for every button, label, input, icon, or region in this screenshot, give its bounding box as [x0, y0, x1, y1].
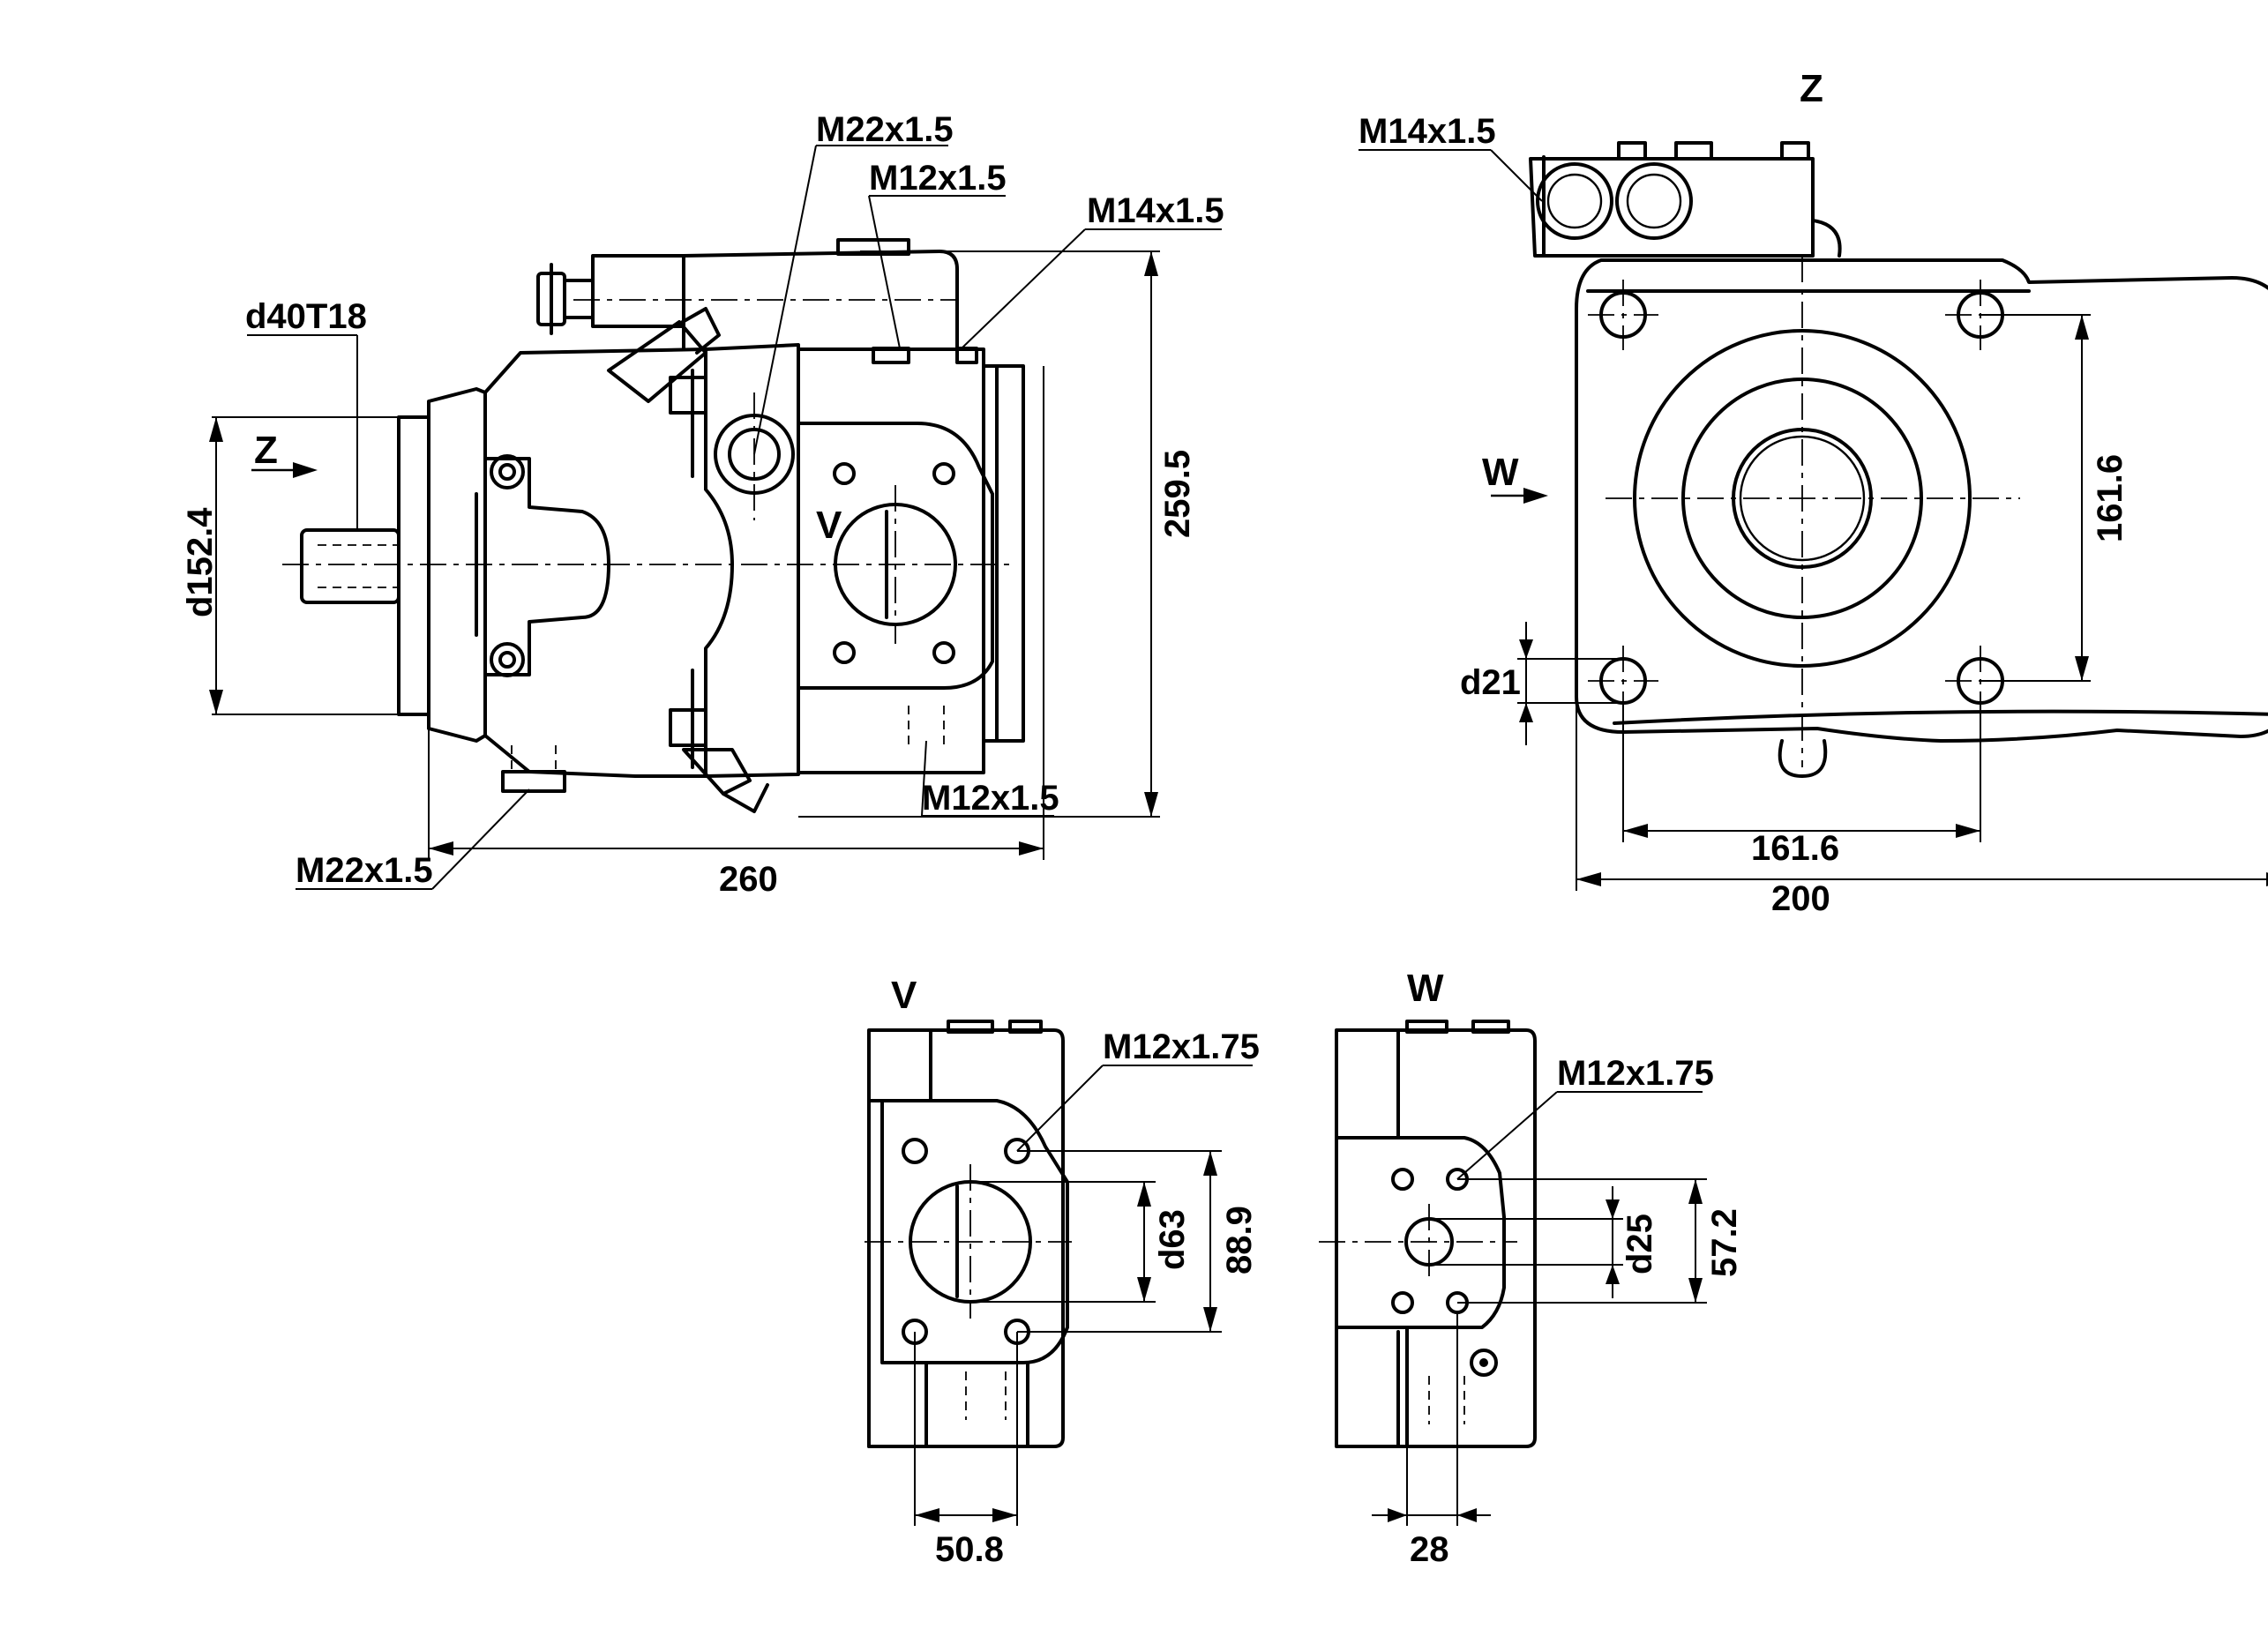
dim-port-v-50: 50.8: [935, 1530, 1004, 1569]
label-m22-top: M22x1.5: [816, 110, 954, 149]
port-view-w: W M12x1.75 d25 57.2 28: [1319, 967, 1744, 1569]
pilot-ring-outer: [1633, 329, 1972, 668]
label-m12-bottom: M12x1.5: [922, 779, 1059, 818]
dim-pilot-d152: d152.4: [181, 507, 220, 617]
main-housing: [483, 343, 800, 778]
pilot-ring-inner: [1681, 377, 1923, 619]
controller-top-front: [1529, 157, 1815, 258]
front-view: Z M14x1.5 W d21 161.6 161.6 200: [1359, 67, 2268, 918]
label-m12-port-w: M12x1.75: [1557, 1054, 1714, 1093]
fitting-top-angled: [607, 320, 707, 403]
dim-port-w-28: 28: [1410, 1530, 1449, 1569]
dim-height-259: 259.5: [1158, 450, 1197, 538]
pilot-flange: [397, 415, 430, 716]
label-shaft-spline: d40T18: [245, 297, 367, 336]
housing-recess: [483, 457, 610, 676]
label-m14-front: M14x1.5: [1359, 112, 1496, 151]
port-w-drain: [1470, 1349, 1498, 1377]
control-port-2: [1615, 162, 1693, 240]
dim-port-w-57: 57.2: [1705, 1208, 1744, 1277]
label-m12-port-v: M12x1.75: [1103, 1028, 1260, 1066]
dim-port-v-88: 88.9: [1220, 1206, 1259, 1274]
view-label-v-side: V: [816, 504, 842, 547]
port-w-bolt-bl: [1391, 1291, 1414, 1314]
flange-bolt-top: [490, 454, 525, 489]
view-arrow-z-side: Z: [254, 429, 278, 472]
drive-shaft: [300, 528, 400, 604]
port-w-title: W: [1407, 967, 1444, 1010]
port-plate: [797, 422, 994, 690]
fitting-bottom-angled: [682, 748, 752, 796]
plug-bottom: [669, 708, 707, 747]
end-cover: [982, 364, 1025, 743]
housing-mid-section: [704, 347, 734, 778]
port-v-title: V: [891, 974, 917, 1017]
dim-bolt-spacing-horizontal: 161.6: [1751, 829, 1839, 868]
dim-length-260: 260: [719, 860, 778, 899]
mounting-flange-front: [1575, 258, 2268, 743]
dim-port-v-d63: d63: [1153, 1209, 1192, 1270]
dim-bolt-spacing-vertical: 161.6: [2091, 454, 2130, 542]
dim-width-200: 200: [1771, 879, 1830, 918]
view-label-z-front: Z: [1800, 67, 1823, 110]
flange-bolt-bottom: [490, 642, 525, 677]
port-view-v: V M12x1.75 d63 88.9 50.8: [865, 974, 1260, 1569]
label-m12-top: M12x1.5: [869, 159, 1007, 198]
port-w-outline: [1335, 1028, 1537, 1448]
port-w-bolt-tl: [1391, 1168, 1414, 1191]
dim-hole-d21: d21: [1460, 663, 1521, 702]
label-m14-top: M14x1.5: [1087, 191, 1224, 230]
port-v-bolt-tl: [902, 1138, 928, 1164]
controller-block: [591, 254, 685, 328]
plug-top: [669, 376, 707, 415]
side-view: M22x1.5 M12x1.5 M14x1.5 d40T18 Z V M12x1…: [181, 110, 1224, 899]
port-v-outline: [867, 1028, 1065, 1448]
label-m22-bottom: M22x1.5: [296, 851, 433, 890]
port-w-plate: [1335, 1136, 1506, 1448]
drain-tab: [1778, 739, 1828, 778]
drain-plug: [501, 770, 566, 793]
dim-port-w-d25: d25: [1621, 1214, 1659, 1274]
control-port-1: [1536, 162, 1613, 240]
view-arrow-w-front: W: [1482, 451, 1519, 494]
